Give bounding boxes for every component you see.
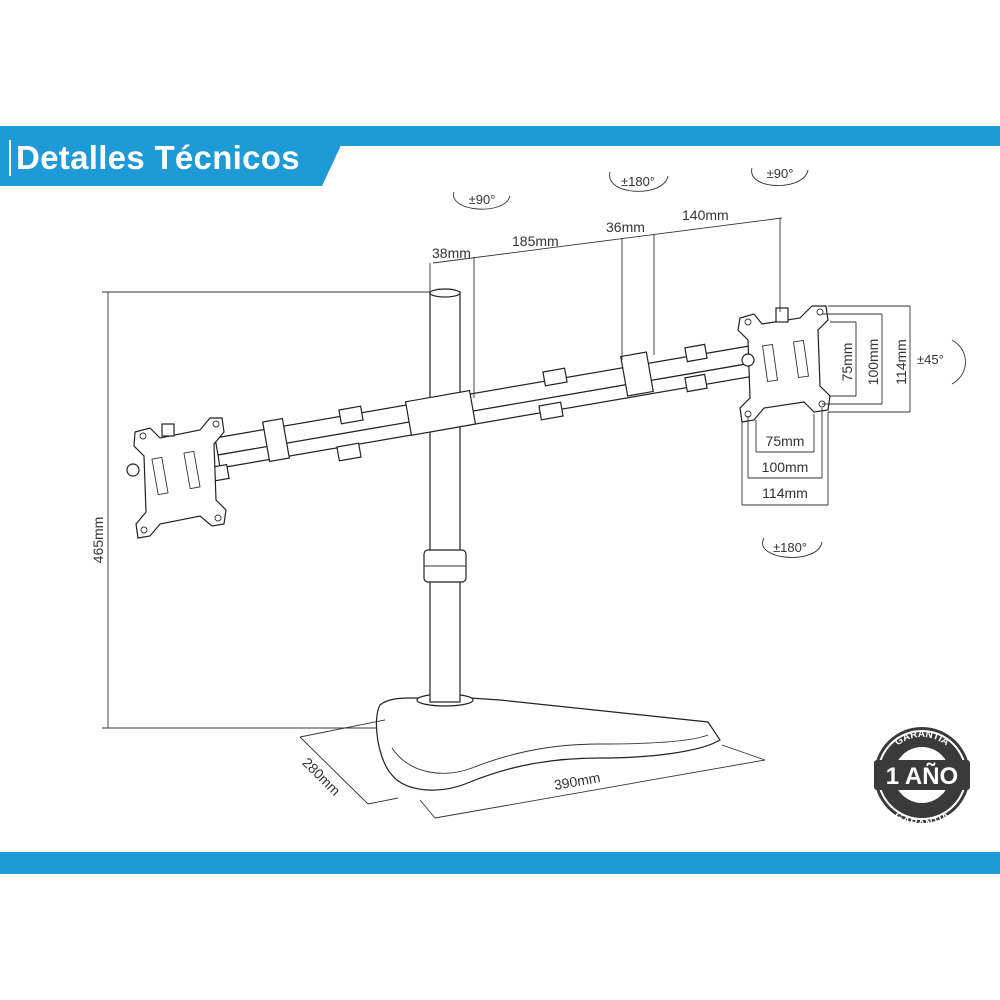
plate-tilt-label: ±90°	[767, 166, 794, 181]
plate-swivel-label: ±180°	[773, 540, 807, 555]
rotation-arm-swivel: ±180°	[609, 171, 669, 192]
plate-rotate-label: ±45°	[917, 352, 944, 367]
header-tab-shape	[0, 126, 350, 186]
rotation-plate-tilt: ±90°	[751, 166, 809, 186]
arm-joint-label: 36mm	[606, 219, 645, 235]
warranty-badge: GARANTIA GARANTIA 1 AÑO	[874, 727, 970, 829]
arm-dimensions: 38mm 185mm 36mm 140mm	[429, 207, 783, 398]
base-depth-label: 280mm	[299, 754, 343, 798]
height-label: 465mm	[90, 517, 106, 564]
rotation-pole-swivel: ±90°	[453, 191, 511, 210]
arm-segment-2-label: 140mm	[682, 207, 729, 223]
arm	[208, 343, 761, 483]
vesa-vertical-dimensions: 75mm 100mm 114mm	[822, 305, 911, 413]
pole-width-label: 38mm	[432, 245, 471, 261]
base-width-label: 390mm	[553, 769, 602, 793]
vesa-h-114-label: 114mm	[762, 485, 808, 501]
vesa-v-100-label: 100mm	[865, 339, 881, 386]
vesa-horizontal-dimensions: 75mm 100mm 114mm	[741, 408, 829, 506]
badge-main-text: 1 AÑO	[886, 762, 958, 790]
height-dimension: 465mm	[90, 291, 430, 729]
bottom-blue-band	[0, 852, 1000, 874]
right-vesa-plate	[737, 305, 831, 423]
rotation-plate-swivel: ±180°	[762, 537, 823, 558]
arm-swivel-label: ±180°	[621, 174, 655, 189]
vesa-h-75-label: 75mm	[766, 433, 805, 449]
base: 280mm 390mm	[299, 693, 766, 819]
header-tab	[0, 126, 350, 186]
pole-swivel-label: ±90°	[469, 192, 496, 207]
vesa-v-114-label: 114mm	[893, 339, 909, 385]
arm-segment-1-label: 185mm	[512, 233, 559, 249]
vesa-h-100-label: 100mm	[762, 459, 809, 475]
page-title: Detalles Técnicos	[16, 139, 300, 176]
left-vesa-plate	[126, 417, 227, 539]
vesa-v-75-label: 75mm	[839, 343, 855, 382]
rotation-plate-rotate: ±45°	[917, 339, 966, 385]
pole	[423, 288, 467, 703]
